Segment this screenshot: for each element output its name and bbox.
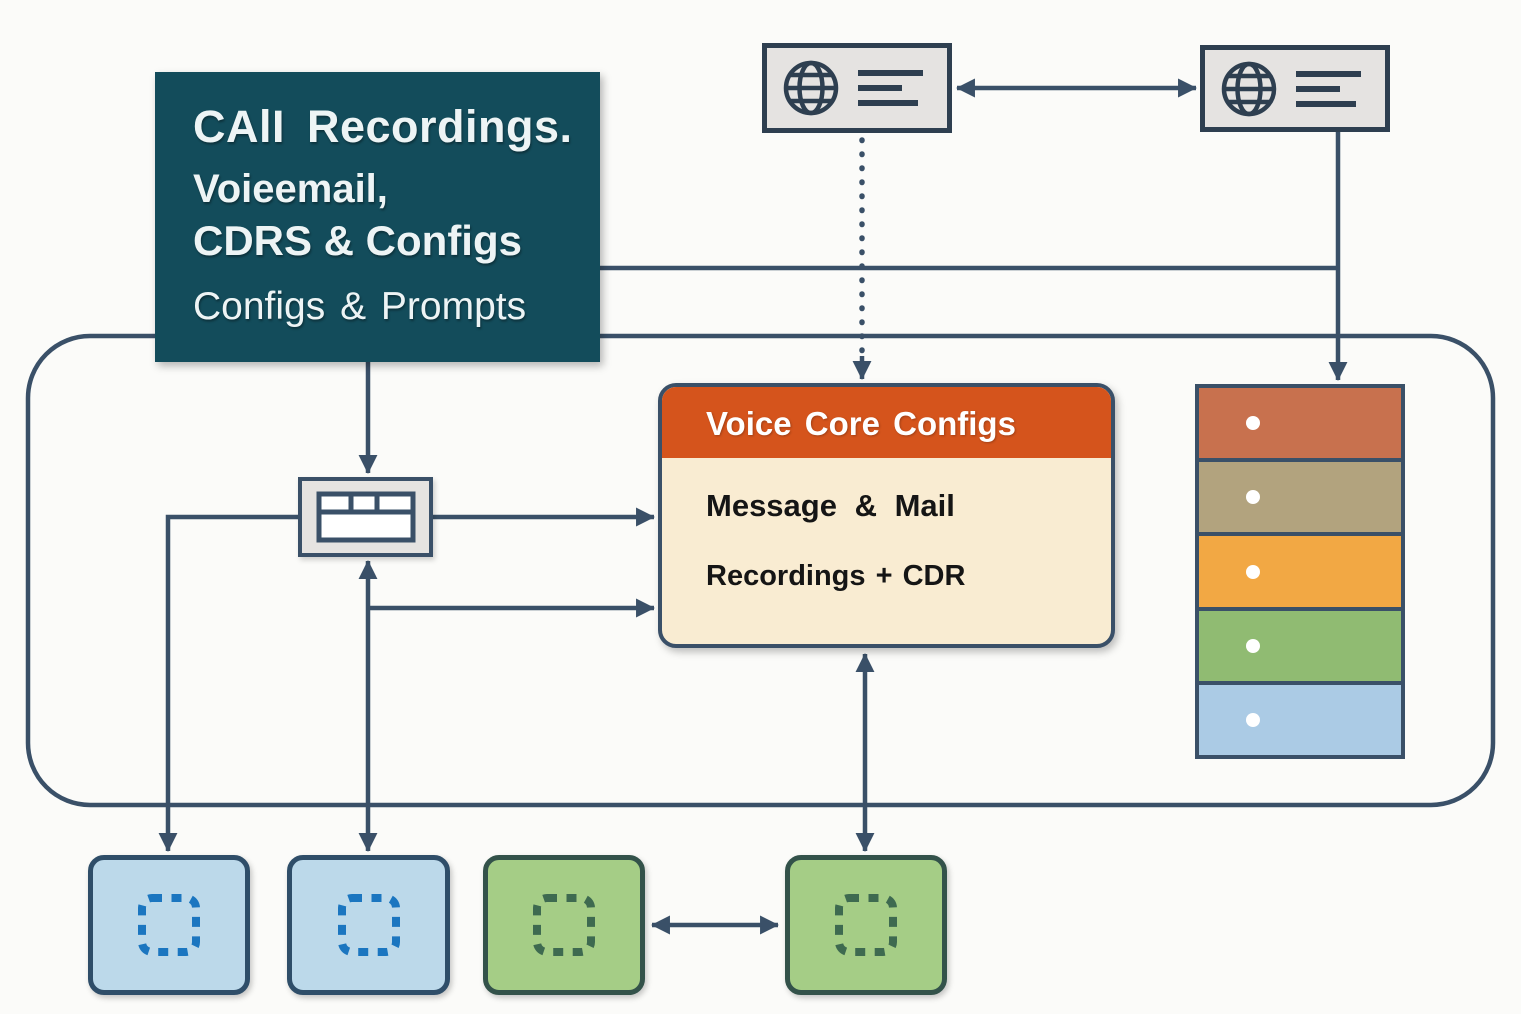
stack-row-3 — [1199, 532, 1401, 607]
stack-row-1 — [1199, 388, 1401, 459]
dashed-square-icon — [835, 894, 897, 956]
storage-line-2: Voieemail, — [193, 167, 388, 211]
stack-row-5 — [1199, 680, 1401, 756]
dot-icon — [1246, 638, 1260, 653]
core-box-row-1: Message & Mail — [706, 488, 955, 523]
storage-line-3: CDRS & Configs — [193, 217, 522, 264]
storage-line-1: CAlI Recordings. — [193, 101, 573, 152]
edge-window-to-blue1 — [158, 514, 298, 852]
bottom-node-4 — [785, 855, 947, 995]
text-lines-icon — [1295, 70, 1361, 107]
boundary-rounded-rect — [25, 333, 1496, 808]
bottom-node-3 — [483, 855, 645, 995]
web-node-right — [1200, 45, 1390, 132]
dashed-square-icon — [337, 894, 400, 956]
window-node — [298, 477, 433, 557]
dot-icon — [1246, 564, 1260, 579]
core-box-row-2: Recordings + CDR — [706, 560, 966, 592]
globe-icon — [1221, 61, 1361, 116]
dot-icon — [1246, 416, 1260, 431]
storage-line-4: Configs & Prompts — [193, 285, 527, 328]
stack-row-2 — [1199, 458, 1401, 533]
stack-row-4 — [1199, 606, 1401, 681]
storage-box: CAlI Recordings. Voieemail, CDRS & Confi… — [155, 72, 600, 362]
dashed-square-icon — [138, 894, 200, 956]
bottom-node-1 — [88, 855, 250, 995]
globe-icon — [783, 60, 923, 116]
bottom-node-2 — [287, 855, 450, 995]
text-lines-icon — [857, 70, 923, 106]
dot-icon — [1246, 490, 1260, 505]
dot-icon — [1246, 712, 1260, 727]
dashed-square-icon — [533, 894, 595, 956]
core-box-title: Voice Core Configs — [662, 387, 1111, 458]
window-table-icon — [316, 491, 415, 543]
core-box: Voice Core Configs Message & Mail Record… — [658, 383, 1115, 648]
web-node-left — [762, 43, 952, 133]
stack — [1195, 384, 1405, 759]
